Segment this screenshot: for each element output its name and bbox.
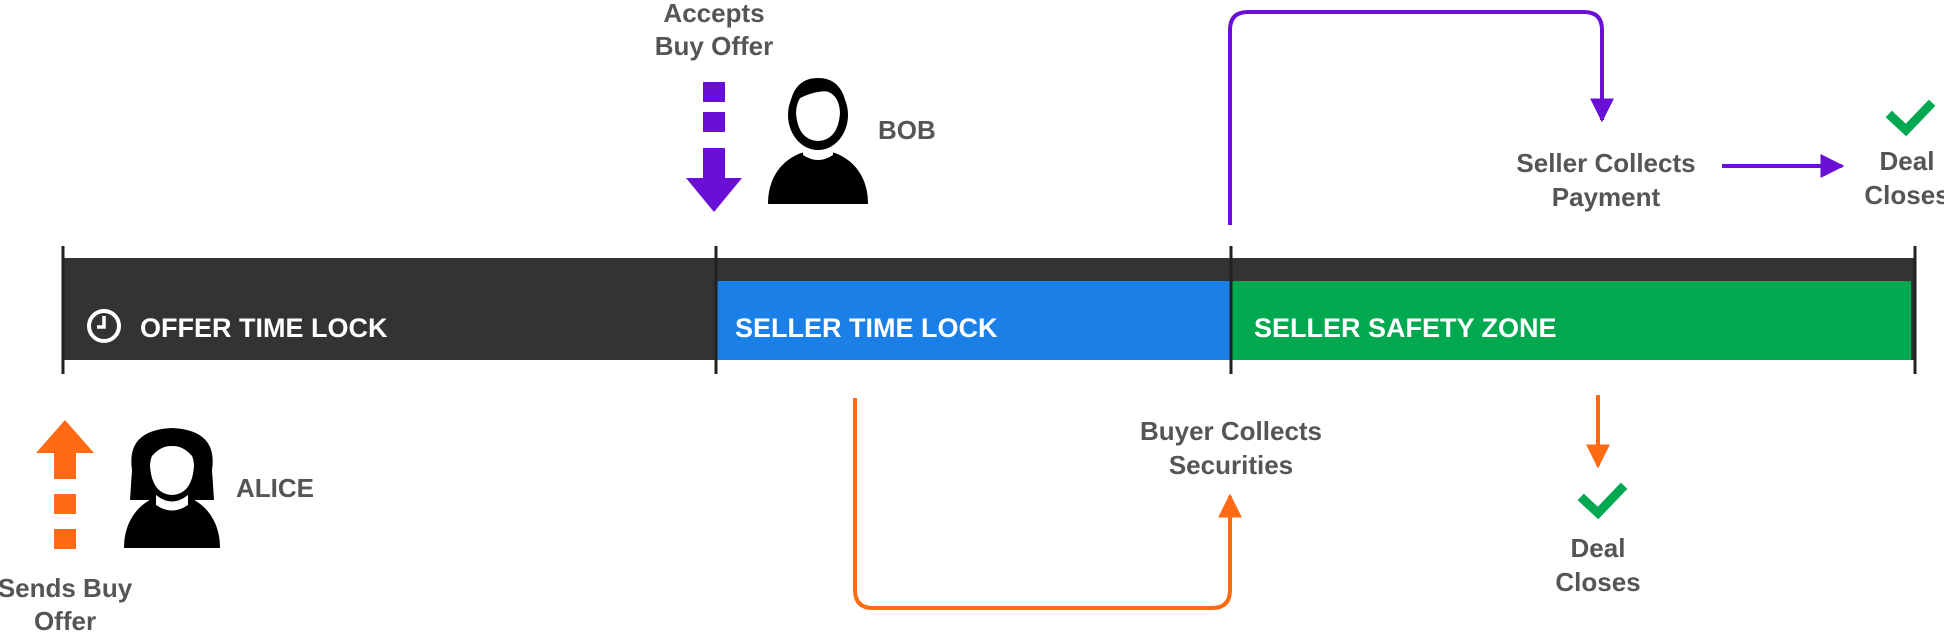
check-icon (1885, 99, 1936, 137)
deal-closes-bottom-line1: Deal (1571, 533, 1626, 563)
buyer-collects-event: Buyer Collects Securities (1140, 416, 1322, 480)
accepts-label-line2: Buy Offer (655, 31, 773, 61)
sends-label-line1: Sends Buy (0, 573, 133, 603)
sends-buy-offer-event: Sends Buy Offer (0, 573, 133, 632)
buyer-collects-line2: Securities (1169, 450, 1293, 480)
offer-time-lock-label: OFFER TIME LOCK (140, 313, 388, 343)
seller-collects-line2: Payment (1552, 182, 1661, 212)
deal-closes-top-line1: Deal (1880, 146, 1935, 176)
accepts-buy-offer-event: Accepts Buy Offer (655, 0, 773, 212)
seller-safety-zone-label: SELLER SAFETY ZONE (1254, 313, 1557, 343)
alice-label: ALICE (236, 473, 314, 503)
seller-time-lock-label: SELLER TIME LOCK (735, 313, 998, 343)
buyer-collects-line1: Buyer Collects (1140, 416, 1322, 446)
orange-securities-path (853, 398, 1242, 610)
deal-closes-top-line2: Closes (1864, 180, 1944, 210)
orange-dashed-up-arrow-icon (36, 420, 94, 549)
accepts-label-line1: Accepts (663, 0, 764, 28)
sends-label-line2: Offer (34, 606, 96, 632)
timeline-bar: OFFER TIME LOCK SELLER TIME LOCK SELLER … (61, 246, 1917, 374)
seller-time-lock-segment (716, 281, 1231, 360)
alice-avatar-icon (124, 428, 220, 548)
clock-icon (87, 309, 121, 343)
purple-dashed-down-arrow-icon (686, 82, 742, 212)
bob-avatar-icon (768, 78, 868, 204)
check-icon (1577, 482, 1628, 520)
deal-closes-bottom-line2: Closes (1555, 567, 1640, 597)
seller-collects-line1: Seller Collects (1516, 148, 1695, 178)
purple-payment-path (1228, 10, 1614, 225)
deal-closes-top: Deal Closes (1864, 146, 1944, 210)
deal-closes-bottom: Deal Closes (1555, 533, 1640, 597)
seller-safety-zone-segment (1231, 281, 1911, 360)
seller-collects-event: Seller Collects Payment (1516, 148, 1695, 212)
bob-label: BOB (878, 115, 936, 145)
